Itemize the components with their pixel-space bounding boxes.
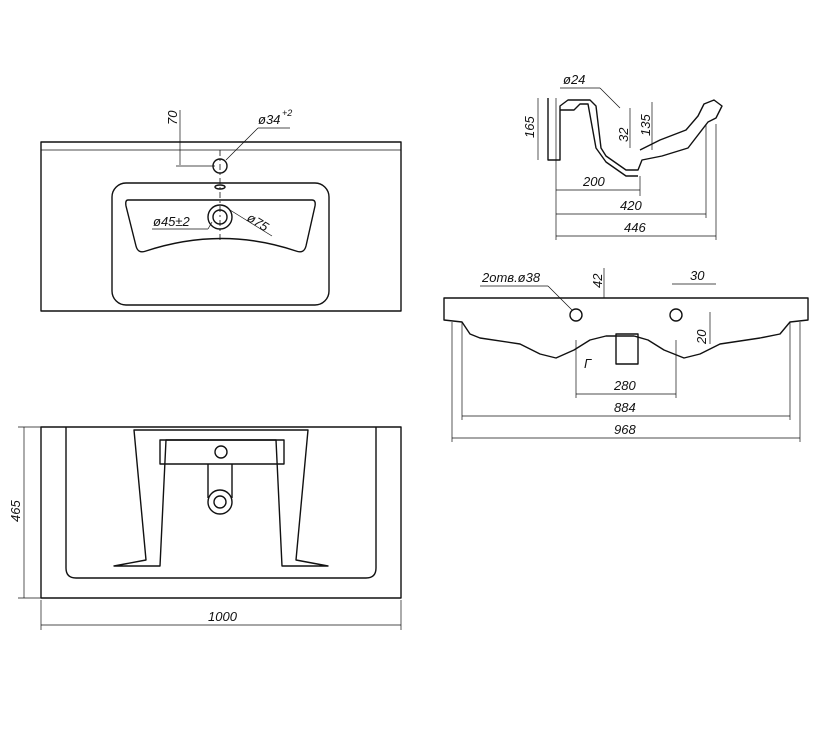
dim-42-label: 42: [590, 273, 605, 288]
bottom-view-outline: [40, 426, 402, 599]
dim-d34-label: ø34: [258, 112, 280, 127]
leader-d75: [229, 209, 273, 237]
top-view: 70 ø34 +2 ø45±2 ø75: [40, 108, 402, 312]
dim-465-label: 465: [8, 500, 23, 522]
dim-32-label: 32: [616, 127, 631, 142]
dim-280-label: 280: [613, 378, 636, 393]
front-hole-left: [569, 308, 583, 322]
dim-884-label: 884: [614, 400, 636, 415]
top-view-outline: [40, 141, 402, 312]
leader-d34: [225, 127, 259, 161]
side-view-inner: [560, 103, 638, 177]
dim-d34-tolerance: +2: [282, 108, 292, 118]
front-hole-right: [669, 308, 683, 322]
dim-d24-label: ø24: [563, 72, 585, 87]
dim-d75-label: ø75: [244, 210, 272, 235]
dim-30-label: 30: [690, 268, 705, 283]
leader-holes-end: [547, 285, 573, 311]
dim-1000-label: 1000: [208, 609, 238, 624]
side-view-section: [547, 98, 723, 171]
leader-d45-end: [207, 221, 213, 230]
side-view: 165 ø24 32 135 200 420 446: [522, 72, 723, 240]
dim-165-label: 165: [522, 116, 537, 138]
bottom-view: 465 1000: [8, 426, 402, 630]
dim-d45-label: ø45±2: [153, 214, 191, 229]
bottom-drain-channel: [207, 464, 233, 498]
section-mark-g: Г: [584, 356, 592, 371]
dim-20-label: 20: [694, 329, 709, 345]
dim-446-label: 446: [624, 220, 646, 235]
top-view-bowl-outer: [111, 182, 330, 306]
dim-200-label: 200: [582, 174, 605, 189]
dim-135-label: 135: [638, 114, 653, 136]
dim-420-label: 420: [620, 198, 642, 213]
top-view-bowl-inner: [125, 199, 316, 253]
bottom-tap-hole: [214, 445, 228, 459]
bottom-view-bowl: [113, 429, 329, 567]
dim-holes-label: 2отв.ø38: [481, 270, 541, 285]
dim-70-label: 70: [165, 110, 180, 125]
bottom-view-overflow-box: [159, 439, 285, 465]
bottom-drain-inner: [213, 495, 227, 509]
leader-d24-end: [599, 87, 621, 109]
bottom-view-rim: [65, 427, 377, 579]
front-drain-pipe: [615, 333, 639, 365]
front-view: 2отв.ø38 42 30 20 Г 280 884 968: [443, 268, 809, 442]
bottom-drain-outer: [207, 489, 233, 515]
dim-968-label: 968: [614, 422, 636, 437]
front-view-outline: [443, 297, 809, 359]
